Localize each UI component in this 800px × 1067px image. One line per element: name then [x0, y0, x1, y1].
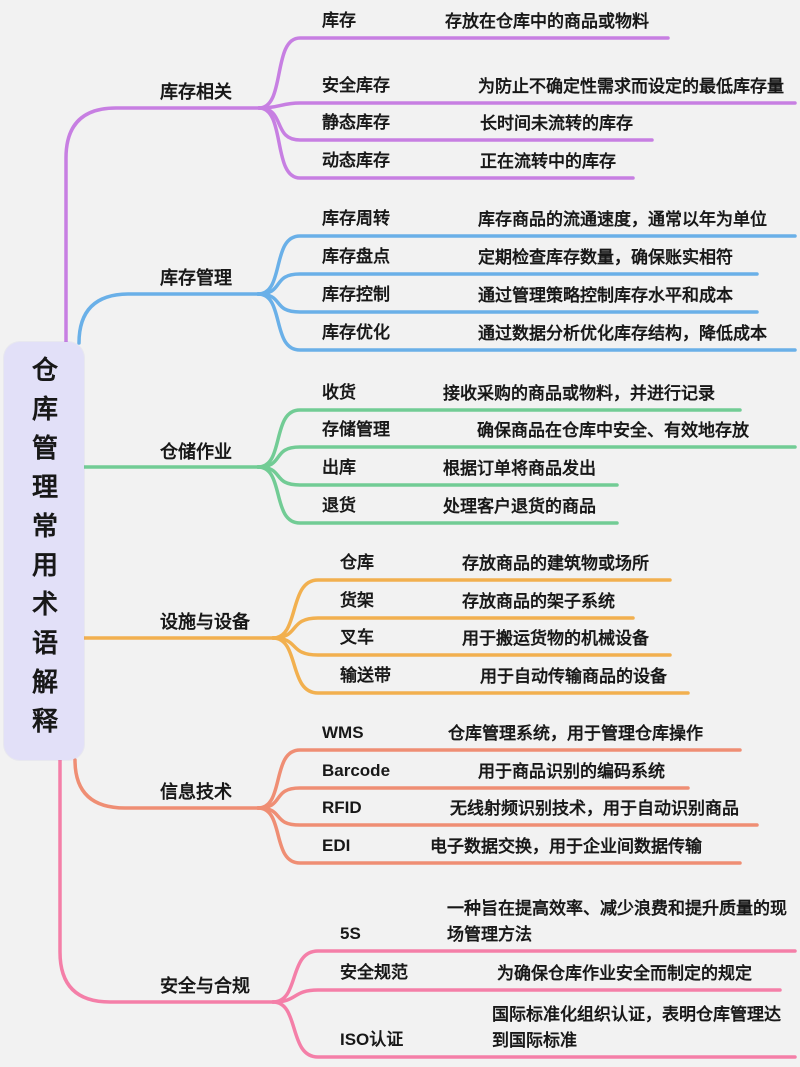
desc-node: 存放商品的建筑物或场所 — [462, 553, 649, 573]
branch-label: 设施与设备 — [160, 611, 250, 632]
term-node: 收货 — [322, 383, 356, 403]
desc-node: 根据订单将商品发出 — [443, 458, 596, 478]
child-connector — [256, 748, 742, 810]
term-node: ISO认证 — [340, 1030, 404, 1050]
desc-node: 长时间未流转的库存 — [480, 113, 633, 133]
term-node: 存储管理 — [322, 420, 390, 440]
term-node: 退货 — [322, 496, 356, 516]
term-node: 库存 — [322, 11, 356, 31]
term-node: 货架 — [340, 591, 374, 611]
child-connector — [256, 234, 797, 296]
term-node: RFID — [322, 798, 362, 818]
desc-node: 定期检查库存数量，确保账实相符 — [478, 247, 733, 267]
child-connector — [271, 988, 782, 1004]
desc-node: 确保商品在仓库中安全、有效地存放 — [477, 420, 749, 440]
desc-node: 为防止不确定性需求而设定的最低库存量 — [478, 76, 784, 96]
desc-node: 无线射频识别技术，用于自动识别商品 — [450, 798, 739, 818]
root-node: 仓库管理常用术语解释 — [4, 342, 84, 760]
desc-node: 一种旨在提高效率、减少浪费和提升质量的现场管理方法 — [447, 899, 787, 944]
term-node: 库存周转 — [322, 209, 390, 229]
term-node: 动态库存 — [322, 151, 390, 171]
term-node: 安全规范 — [340, 963, 408, 983]
branch-line — [64, 106, 261, 346]
desc-node: 用于自动传输商品的设备 — [480, 666, 667, 686]
child-connector — [256, 292, 797, 352]
child-connector — [271, 636, 690, 695]
branch-line — [73, 758, 260, 810]
desc-node: 国际标准化组织认证，表明仓库管理达到国际标准 — [492, 1005, 781, 1050]
child-connector — [257, 36, 670, 110]
term-node: 叉车 — [340, 628, 374, 648]
branch-label: 仓储作业 — [160, 441, 232, 462]
desc-node: 接收采购的商品或物料，并进行记录 — [443, 383, 715, 403]
branch-label: 库存相关 — [160, 81, 232, 102]
term-node: 静态库存 — [322, 113, 390, 133]
term-node: 输送带 — [340, 666, 391, 686]
child-connector — [257, 106, 635, 180]
branch-line — [58, 758, 275, 1004]
desc-node: 为确保仓库作业安全而制定的规定 — [497, 963, 752, 983]
desc-node: 存放在仓库中的商品或物料 — [445, 11, 649, 31]
term-node: 出库 — [322, 458, 356, 478]
desc-node: 存放商品的架子系统 — [462, 591, 615, 611]
term-node: 库存控制 — [322, 285, 390, 305]
child-connector — [256, 465, 619, 525]
desc-node: 通过管理策略控制库存水平和成本 — [478, 285, 733, 305]
desc-node: 库存商品的流通速度，通常以年为单位 — [478, 209, 767, 229]
term-node: 安全库存 — [322, 76, 390, 96]
branch-line — [77, 292, 260, 345]
term-node: 库存优化 — [322, 323, 390, 343]
branch-label: 安全与合规 — [160, 975, 250, 996]
child-connector — [257, 101, 797, 110]
desc-node: 正在流转中的库存 — [480, 151, 616, 171]
root-title: 仓库管理常用术语解释 — [28, 356, 59, 746]
term-node: WMS — [322, 723, 364, 743]
child-connector — [256, 806, 742, 865]
desc-node: 处理客户退货的商品 — [443, 496, 596, 516]
term-node: 仓库 — [340, 553, 374, 573]
term-node: Barcode — [322, 761, 391, 781]
desc-node: 用于搬运货物的机械设备 — [462, 628, 649, 648]
term-node: EDI — [322, 836, 351, 856]
child-connector — [271, 578, 672, 640]
branch-label: 信息技术 — [160, 781, 232, 802]
term-node: 5S — [340, 924, 361, 944]
term-node: 库存盘点 — [322, 247, 390, 267]
desc-node: 用于商品识别的编码系统 — [478, 761, 665, 781]
branch-label: 库存管理 — [160, 267, 232, 288]
desc-node: 通过数据分析优化库存结构，降低成本 — [478, 323, 767, 343]
child-connector — [271, 1000, 797, 1059]
desc-node: 电子数据交换，用于企业间数据传输 — [430, 836, 702, 856]
desc-node: 仓库管理系统，用于管理仓库操作 — [448, 723, 703, 743]
